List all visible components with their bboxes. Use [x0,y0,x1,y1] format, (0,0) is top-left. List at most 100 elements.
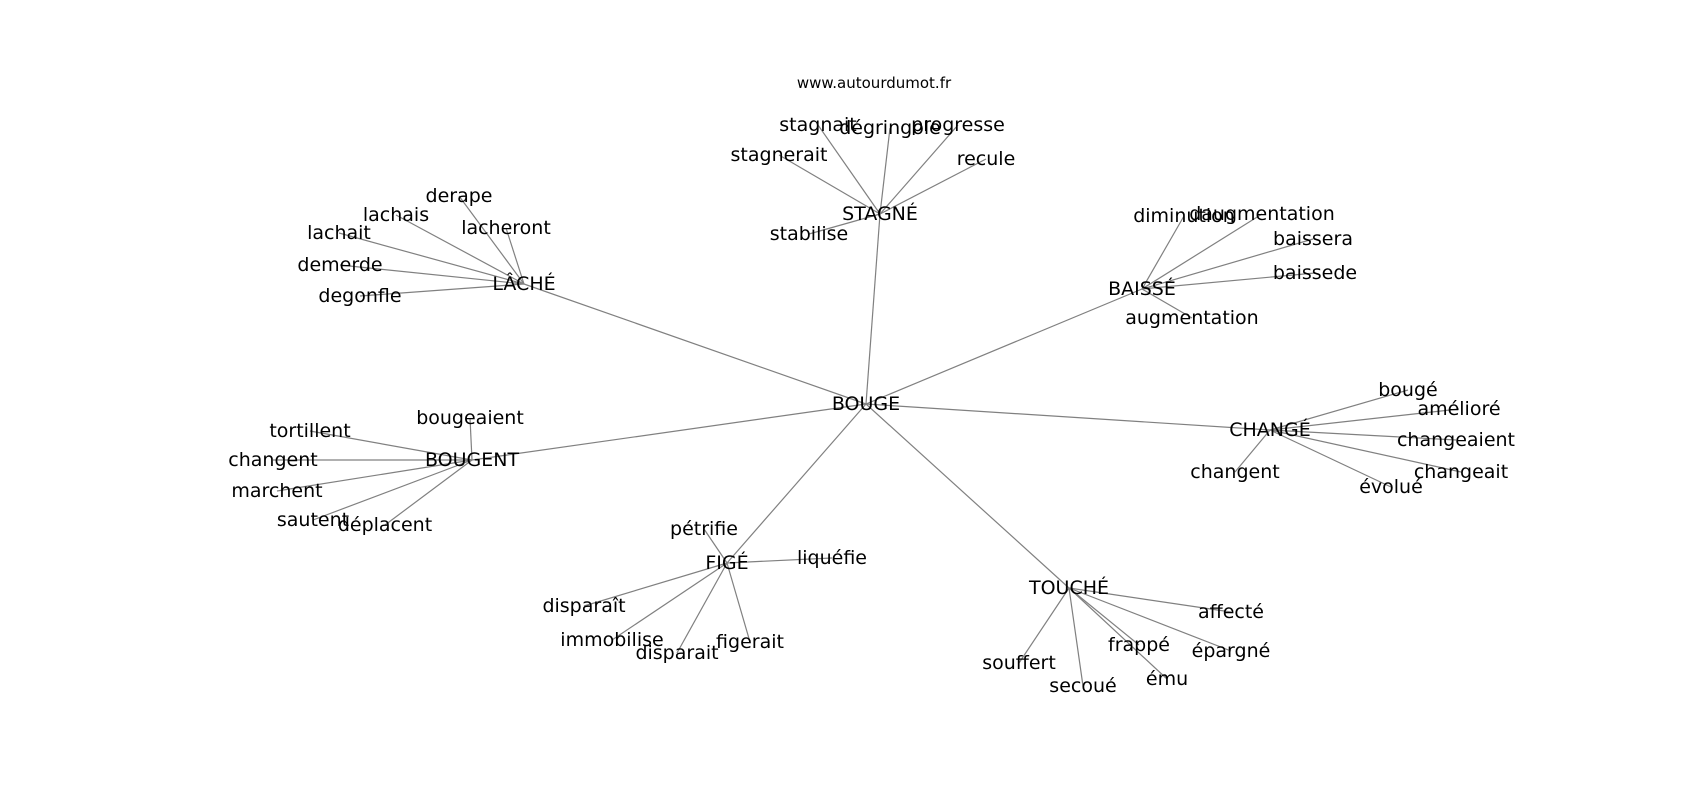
edge-bougent-deplacent [384,459,473,526]
edge-stagne-recule [879,158,987,215]
node-degonfle: degonfle [318,285,401,307]
node-emu: ému [1146,668,1188,690]
node-bouge-leaf: bougé [1378,379,1437,401]
edge-change-changent-c [1234,429,1271,473]
node-augmentation: augmentation [1125,307,1258,329]
node-degringole: dégringole [839,117,941,139]
node-souffert: souffert [982,652,1056,674]
edge-stagne-stabilise [808,213,881,235]
node-deplacent: déplacent [338,514,432,536]
edge-touche-affecte [1068,587,1232,613]
edge-change-ameliore [1269,408,1460,431]
node-lachais: lachais [363,204,429,226]
node-derape: derape [426,185,493,207]
edge-touche-emu [1068,587,1168,680]
edge-fige-disparait [676,562,728,654]
node-stabilise: stabilise [770,223,848,245]
node-progresse: progresse [911,114,1005,136]
node-touche: TOUCHÉ [1028,576,1109,599]
edge-stagne-progresse [879,124,959,215]
edge-fige-liquefie [726,557,833,564]
edge-lache-lachait [338,232,525,285]
edge-root-baisse [865,288,1143,405]
node-daugmentation: daugmentation [1189,203,1335,225]
node-immobilise: immobilise [560,629,663,651]
edge-stagne-stagnait [817,124,881,215]
node-stagnerait: stagnerait [731,144,828,166]
edge-change-changeaient [1269,429,1457,441]
edge-fige-disparait-accent [583,562,728,607]
edge-root-fige [726,403,867,564]
node-bougent: BOUGENT [425,449,520,471]
edge-baisse-baissede [1141,272,1316,290]
edge-root-stagne [865,213,881,405]
node-diminution: diminution [1133,205,1235,227]
node-ameliore: amélioré [1417,398,1500,420]
edge-root-change [865,403,1271,431]
node-demerde: demerde [297,254,382,276]
node-baisse: BAISSÉ [1108,277,1176,300]
node-stagne: STAGNÉ [842,202,918,225]
node-stagnait: stagnait [779,114,856,136]
node-marchent: marchent [231,480,322,502]
node-tortillent: tortillent [269,420,350,442]
edge-fige-petrifie [703,528,728,564]
node-evolue: évolué [1359,476,1423,498]
node-sautent: sautent [277,509,349,531]
edge-change-bouge-leaf [1269,389,1409,431]
node-disparait-accent: disparaît [542,595,625,617]
node-lache: LÂCHÉ [492,272,555,295]
edge-root-bougent [471,403,867,461]
edge-bougent-sautent [312,459,473,521]
node-baissede: baissede [1273,262,1357,284]
node-lachait: lachait [307,222,371,244]
edge-bougent-marchent [276,459,473,492]
node-disparait: disparait [635,642,718,664]
edge-touche-secoue [1068,587,1084,687]
source-label: www.autourdumot.fr [797,74,952,92]
edge-lache-demerde [339,264,525,285]
node-root: BOUGE [832,393,900,415]
edge-touche-frappe [1068,587,1140,646]
node-epargne: épargné [1192,640,1271,662]
node-changeaient: changeaient [1397,429,1515,451]
edge-root-lache [523,283,867,405]
edge-baisse-daugmentation [1141,213,1263,290]
edge-change-evolue [1269,429,1392,488]
edge-lache-lachais [395,214,525,285]
node-figerait: figerait [716,631,784,653]
edge-bougent-tortillent [309,430,473,461]
edge-lache-degonfle [359,283,525,297]
edge-change-changeait [1269,429,1462,473]
node-recule: recule [957,148,1016,170]
node-liquefie: liquéfie [797,547,867,569]
edge-baisse-augmentation [1141,288,1193,319]
edge-stagne-degringole [879,127,891,215]
edge-root-touche [865,403,1070,589]
node-bougeaient: bougeaient [416,407,524,429]
edge-touche-souffert [1018,587,1070,664]
node-changent-b: changent [228,449,317,471]
node-changent-c: changent [1190,461,1279,483]
node-petrifie: pétrifie [670,518,738,540]
edge-fige-immobilise [611,562,728,641]
edge-bougent-bougeaient [469,417,473,461]
node-affecte: affecté [1198,601,1264,623]
edge-stagne-stagnerait [778,154,881,215]
edge-lache-derape [458,195,525,285]
edge-baisse-baissera [1141,238,1314,290]
node-baissera: baissera [1273,228,1353,250]
node-fige: FIGÉ [705,551,748,574]
node-lacheront: lacheront [461,217,551,239]
edge-lache-lacheront [505,227,525,285]
node-change: CHANGÉ [1229,418,1311,441]
edge-fige-figerait [726,562,751,643]
node-secoue: secoué [1049,675,1116,697]
edge-touche-epargne [1068,587,1232,652]
graph-edges [273,124,1462,687]
edge-baisse-diminution [1141,215,1185,290]
node-frappe: frappé [1108,634,1170,656]
node-changeait: changeait [1414,461,1508,483]
